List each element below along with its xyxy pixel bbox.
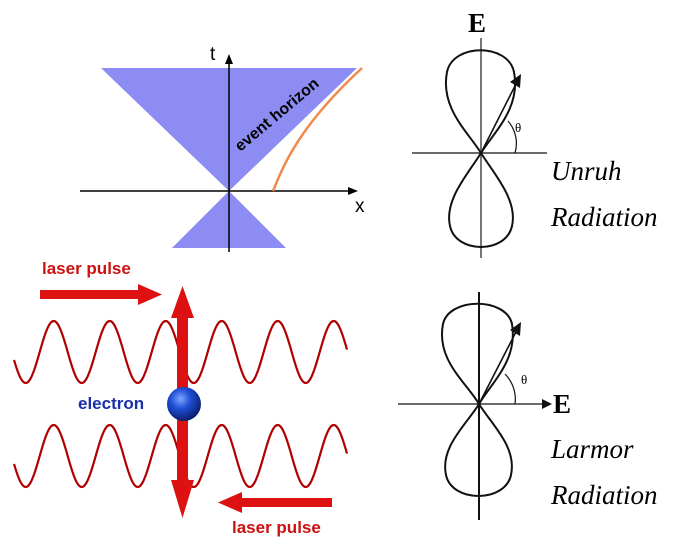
top-laser-pulse-label: laser pulse xyxy=(42,259,131,278)
laser-diagram xyxy=(12,284,349,518)
t-axis-label: t xyxy=(210,44,216,65)
unruh-field-label: E xyxy=(468,8,487,38)
larmor-direction-line xyxy=(478,327,519,405)
larmor-field-arrowhead xyxy=(542,399,552,409)
spacetime-diagram xyxy=(80,54,363,252)
unruh-lobes-diagram xyxy=(412,38,547,258)
electron-label: electron xyxy=(78,394,145,413)
larmor-field-label: E xyxy=(553,389,572,419)
larmor-title-line2: Radiation xyxy=(551,480,658,510)
larmor-upper-lobe xyxy=(440,302,514,406)
bottom-pulse-arrowhead xyxy=(218,492,242,513)
t-axis-arrowhead xyxy=(225,54,233,64)
x-axis-arrowhead xyxy=(348,187,358,195)
larmor-lobes-diagram xyxy=(398,292,552,520)
top-pulse-arrowhead xyxy=(138,284,162,305)
unruh-title-line1: Unruh xyxy=(551,156,622,186)
unruh-upper-lobe xyxy=(444,49,517,155)
larmor-angle-arc xyxy=(504,373,516,405)
x-axis-label: x xyxy=(355,196,365,217)
oscillation-arrowhead-down xyxy=(171,480,194,518)
accelerated-trajectory xyxy=(271,67,363,192)
bottom-laser-pulse-label: laser pulse xyxy=(232,518,321,537)
larmor-lower-lobe xyxy=(444,402,513,497)
bottom-pulse-arrow-shaft xyxy=(240,498,332,507)
unruh-direction-line xyxy=(480,79,519,154)
larmor-title-line1: Larmor xyxy=(551,434,634,464)
unruh-lower-lobe xyxy=(448,151,514,248)
unruh-title-line2: Radiation xyxy=(551,202,658,232)
oscillation-arrowhead-up xyxy=(171,286,194,318)
unruh-direction-arrowhead xyxy=(510,74,521,88)
unruh-angle-label: θ xyxy=(515,120,522,135)
top-pulse-arrow-shaft xyxy=(40,290,140,299)
unruh-angle-arc xyxy=(507,120,517,154)
electron-sphere xyxy=(167,387,201,421)
larmor-angle-label: θ xyxy=(521,372,528,387)
larmor-direction-arrowhead xyxy=(510,322,521,336)
